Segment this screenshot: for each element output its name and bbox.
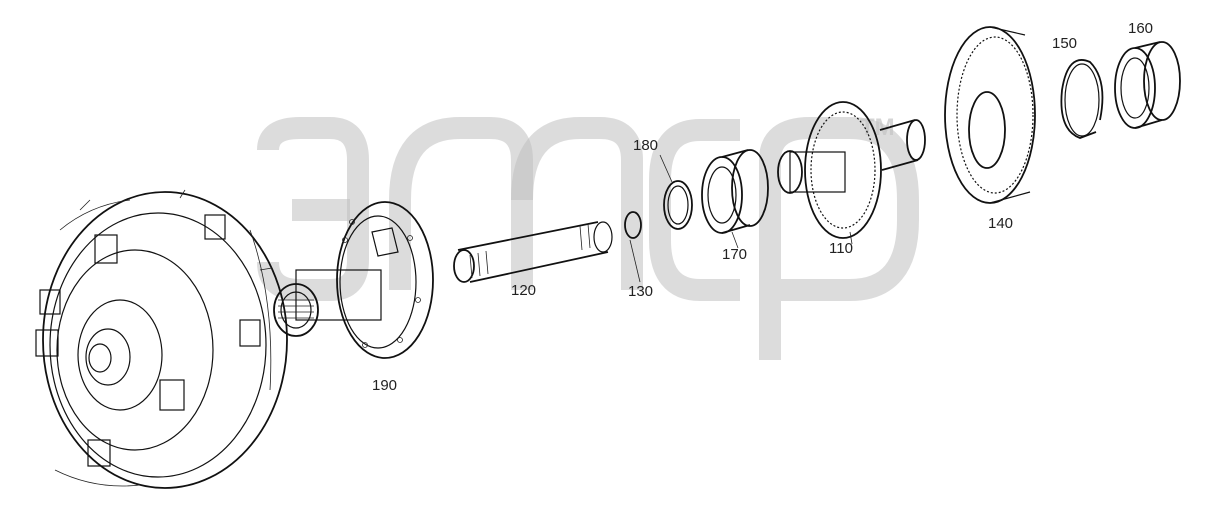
gear-shaft [777, 101, 926, 245]
gear [944, 26, 1036, 204]
label-180: 180 [633, 137, 658, 154]
label-190: 190 [372, 377, 397, 394]
bearing [701, 149, 769, 249]
label-160: 160 [1128, 20, 1153, 37]
label-120: 120 [511, 282, 536, 299]
label-140: 140 [988, 215, 1013, 232]
snap-ring [1060, 59, 1104, 139]
label-170: 170 [722, 246, 747, 263]
pump [273, 201, 434, 359]
ring [659, 154, 693, 230]
label-150: 150 [1052, 35, 1077, 52]
snap-ring-small [624, 211, 642, 283]
bearing-end [1114, 41, 1181, 129]
label-130: 130 [628, 283, 653, 300]
shaft [453, 221, 613, 283]
watermark-logo: TM [257, 114, 919, 360]
part-labels: 190 120 130 180 170 110 140 150 160 [372, 20, 1153, 394]
torque-converter [35, 189, 288, 489]
label-110: 110 [829, 240, 853, 257]
